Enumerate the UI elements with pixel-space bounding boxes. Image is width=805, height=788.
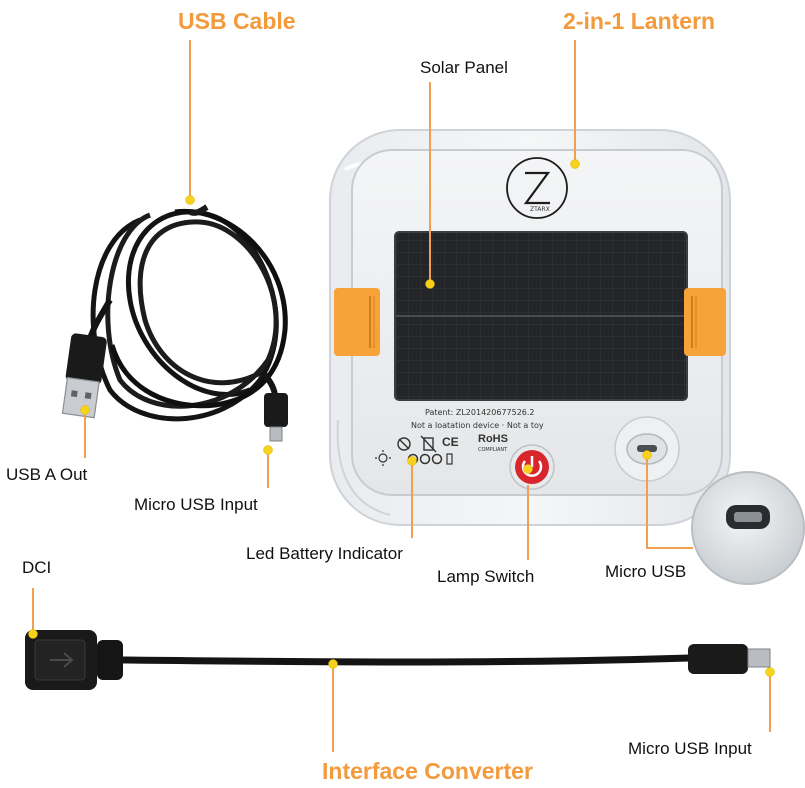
usb-a-plug [61,333,107,419]
heading-interface-converter: Interface Converter [322,758,533,784]
label-micro-usb-input-converter: Micro USB Input [628,739,752,758]
certification-icons [397,435,437,453]
warning-text: Not a loatation device · Not a toy [411,421,544,430]
label-led-battery-indicator: Led Battery Indicator [246,544,403,563]
rohs-compliant: COMPLIANT [478,447,508,453]
solar-lantern [329,129,805,585]
rohs-mark: RoHS [478,433,508,445]
usb-cable [61,204,288,442]
brand-text: ZTARX [530,206,550,213]
interface-converter [25,630,771,690]
label-usb-a-out: USB A Out [6,465,88,484]
label-micro-usb: Micro USB [605,562,687,581]
label-lamp-switch: Lamp Switch [437,567,535,586]
micro-usb-port [614,416,680,482]
left-strap [334,288,380,356]
heading-lantern: 2-in-1 Lantern [563,8,716,34]
heading-usb-cable: USB Cable [178,8,296,34]
label-solar-panel: Solar Panel [420,58,508,77]
callout-lines [32,40,771,752]
callout-dots [28,159,775,677]
label-micro-usb-input-cable: Micro USB Input [134,495,258,514]
label-dci: DCI [22,558,52,577]
micro-usb-zoom [691,471,805,585]
micro-usb-plug [264,393,288,442]
patent-number: Patent: ZL201420677526.2 [425,408,535,417]
right-strap [684,288,726,356]
brand-logo [506,157,568,219]
ce-mark: CE [442,435,459,449]
